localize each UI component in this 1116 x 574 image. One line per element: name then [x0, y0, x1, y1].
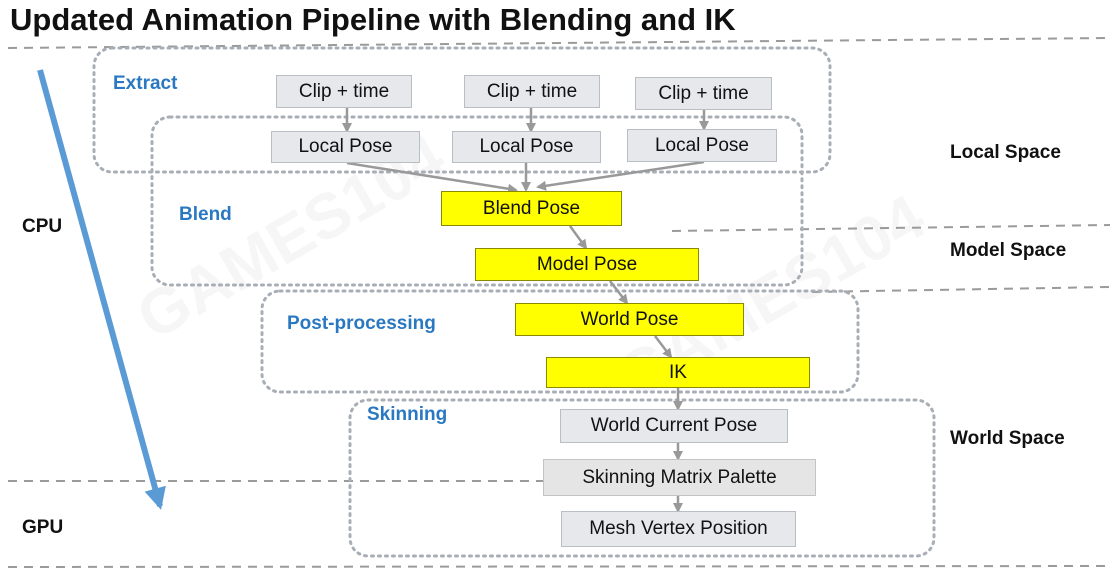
blend-region: [150, 115, 804, 287]
space-label-model: Model Space: [950, 240, 1067, 261]
mesh-vertex-position-node: Mesh Vertex Position: [561, 511, 796, 547]
clip-time-node-2: Clip + time: [464, 75, 600, 108]
post-processing-region: [260, 289, 860, 394]
arrow-world-ik: [654, 335, 673, 359]
section-label-post-processing: Post-processing: [287, 313, 436, 334]
section-label-blend: Blend: [179, 204, 232, 225]
arrow-local1-blend: [346, 161, 518, 194]
world-current-pose-node: World Current Pose: [560, 409, 788, 443]
skinning-region: [348, 398, 936, 558]
extract-region: [92, 46, 832, 174]
model-pose-node: Model Pose: [475, 248, 699, 281]
space-divider-local-model: [671, 224, 1111, 232]
space-label-world: World Space: [950, 428, 1065, 449]
processor-label-gpu: GPU: [22, 517, 64, 538]
arrow-blend-model: [568, 225, 588, 250]
section-label-skinning: Skinning: [367, 404, 448, 425]
space-divider-top: [7, 37, 1111, 49]
arrow-model-world: [609, 280, 629, 305]
skinning-matrix-palette-node: Skinning Matrix Palette: [543, 459, 816, 496]
clip-time-node-3: Clip + time: [635, 77, 772, 110]
local-pose-node-2: Local Pose: [452, 131, 601, 163]
space-label-local: Local Space: [950, 142, 1061, 163]
space-divider-model-world: [811, 286, 1111, 293]
arrow-local3-blend: [536, 160, 705, 191]
local-pose-node-1: Local Pose: [271, 131, 420, 163]
page-title: Updated Animation Pipeline with Blending…: [10, 2, 736, 37]
world-pose-node: World Pose: [515, 303, 744, 336]
blend-pose-node: Blend Pose: [441, 191, 622, 226]
section-label-extract: Extract: [113, 73, 178, 94]
clip-time-node-1: Clip + time: [276, 75, 412, 108]
cpu-gpu-arrow: [37, 69, 166, 510]
processor-label-cpu: CPU: [22, 216, 63, 237]
ik-node: IK: [546, 357, 810, 388]
space-divider-bottom: [7, 565, 1111, 568]
local-pose-node-3: Local Pose: [627, 129, 777, 162]
